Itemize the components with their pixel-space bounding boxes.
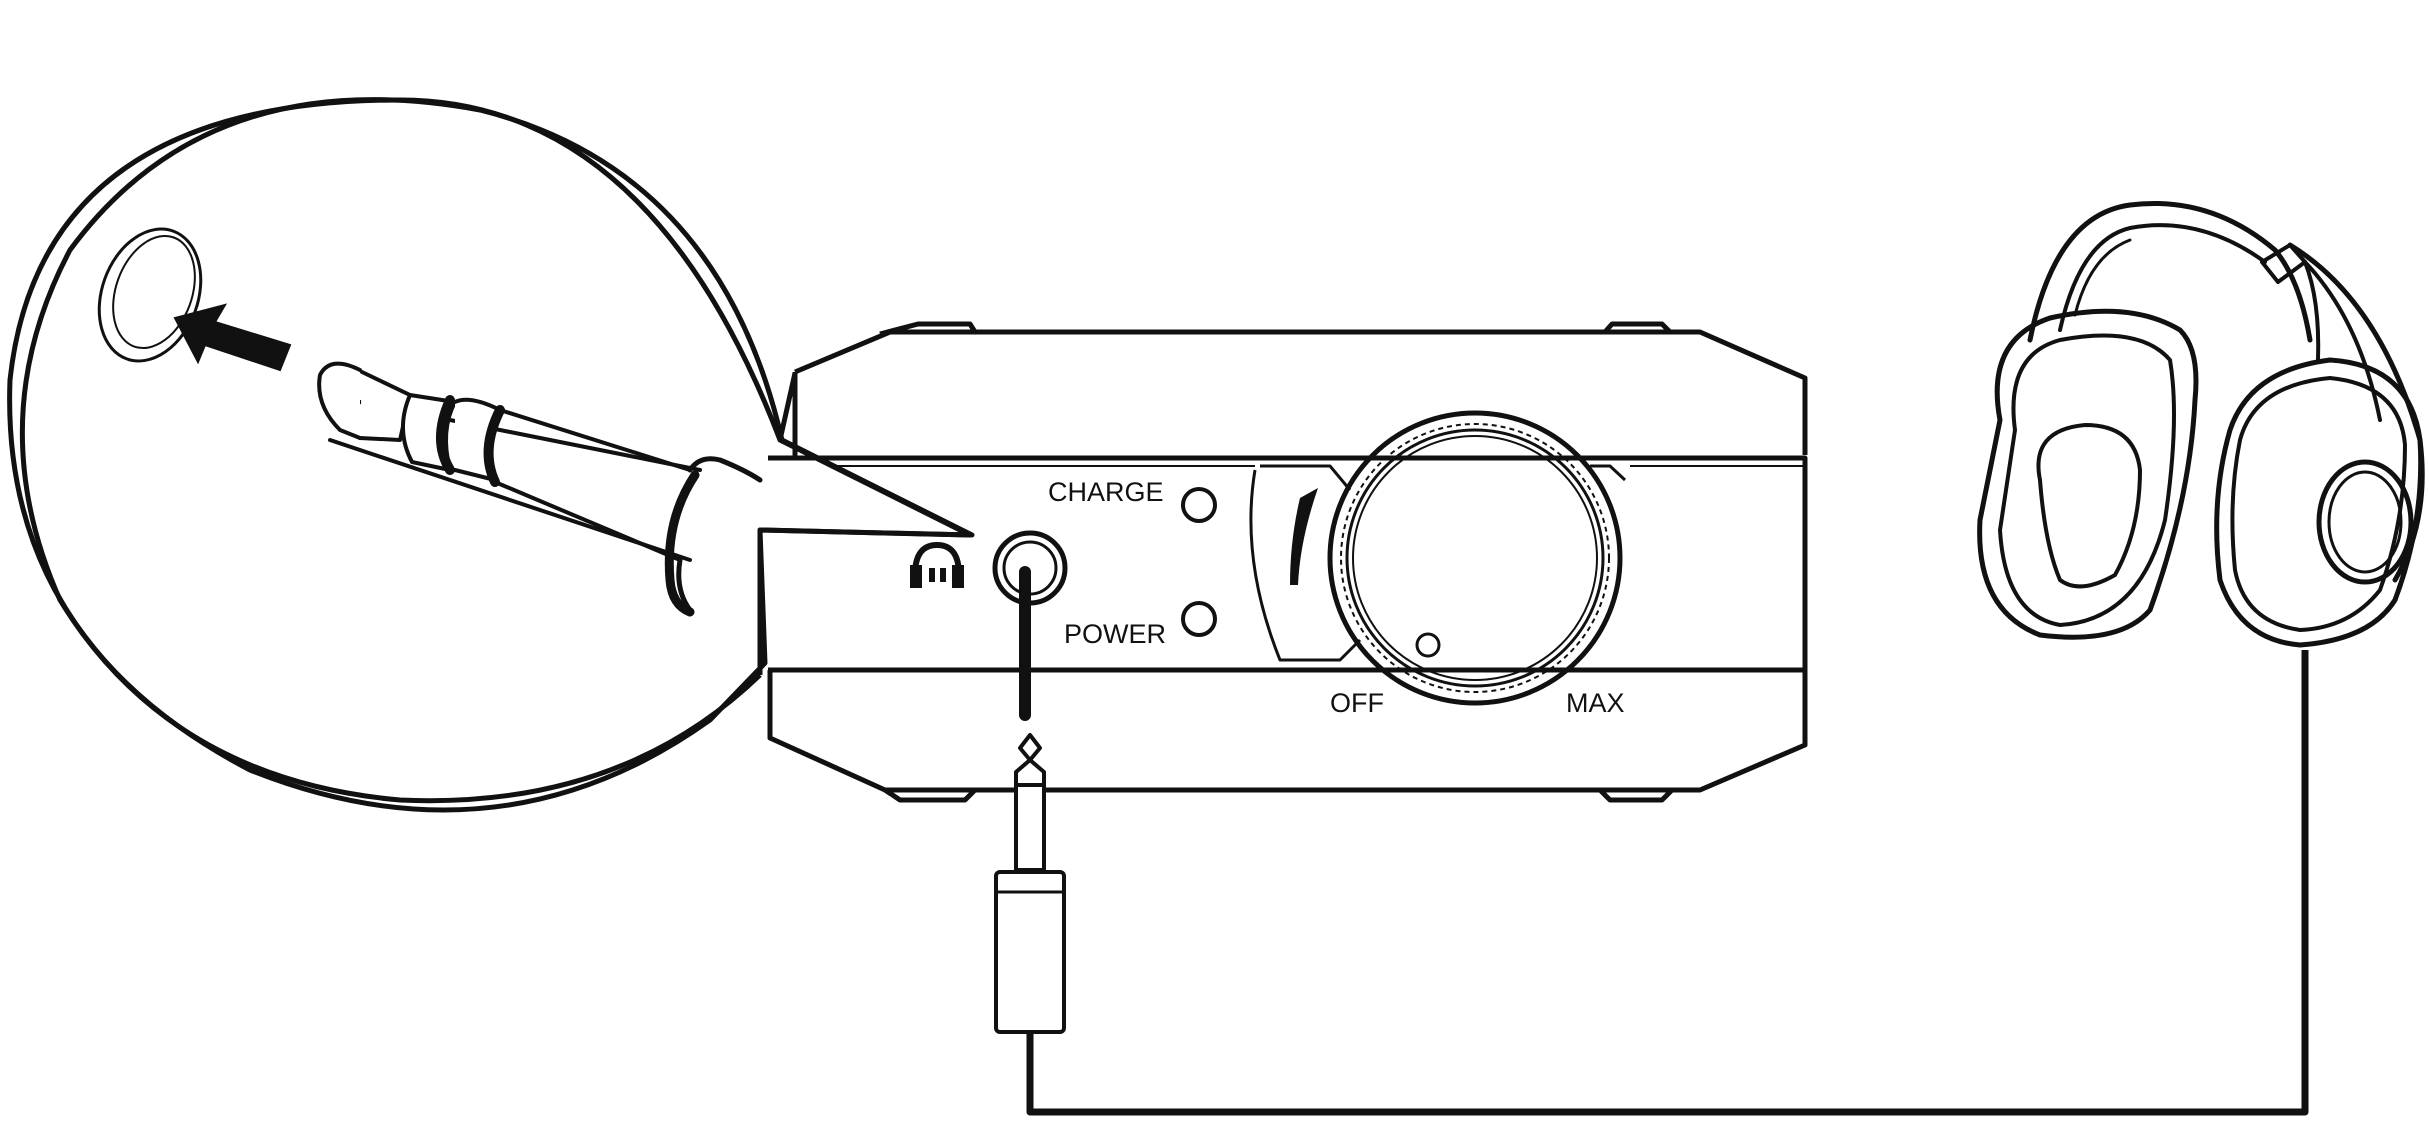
- zoom-plug: [317, 361, 763, 617]
- headphone-amplifier: [767, 321, 1808, 803]
- zoom-circle-outline: [19, 97, 785, 804]
- headphones-icon: [910, 541, 964, 588]
- volume-knob[interactable]: [1327, 410, 1623, 706]
- amp-lower-panel: [767, 670, 1808, 793]
- zoom-callout: [7, 97, 973, 813]
- amp-top-bump-right: [1603, 321, 1672, 334]
- power-indicator-led: [1181, 601, 1217, 637]
- charge-label: CHARGE: [1048, 477, 1164, 507]
- amp-bottom-bump-left: [883, 787, 977, 803]
- volume-max-label: MAX: [1566, 688, 1625, 718]
- arrow-left-icon: [173, 303, 292, 372]
- headphone-cable: [1026, 650, 2309, 1116]
- zoom-callout-pointer: [757, 437, 975, 675]
- amp-top-panel: [792, 329, 1808, 460]
- headphones: [1977, 200, 2425, 648]
- volume-indicator-dot: [1415, 632, 1441, 658]
- power-label: POWER: [1064, 619, 1166, 649]
- amp-bottom-bump-right: [1598, 788, 1674, 803]
- volume-scale-wedge: [1290, 488, 1318, 585]
- zoom-jack-hole: [97, 227, 203, 363]
- amp-front-face: [768, 455, 1808, 673]
- volume-off-label: OFF: [1330, 688, 1384, 718]
- volume-panel-bezel: [1249, 464, 1362, 662]
- headphone-plug: [994, 733, 1066, 1034]
- amp-top-bump-left: [879, 321, 978, 337]
- charge-indicator-led: [1181, 487, 1217, 523]
